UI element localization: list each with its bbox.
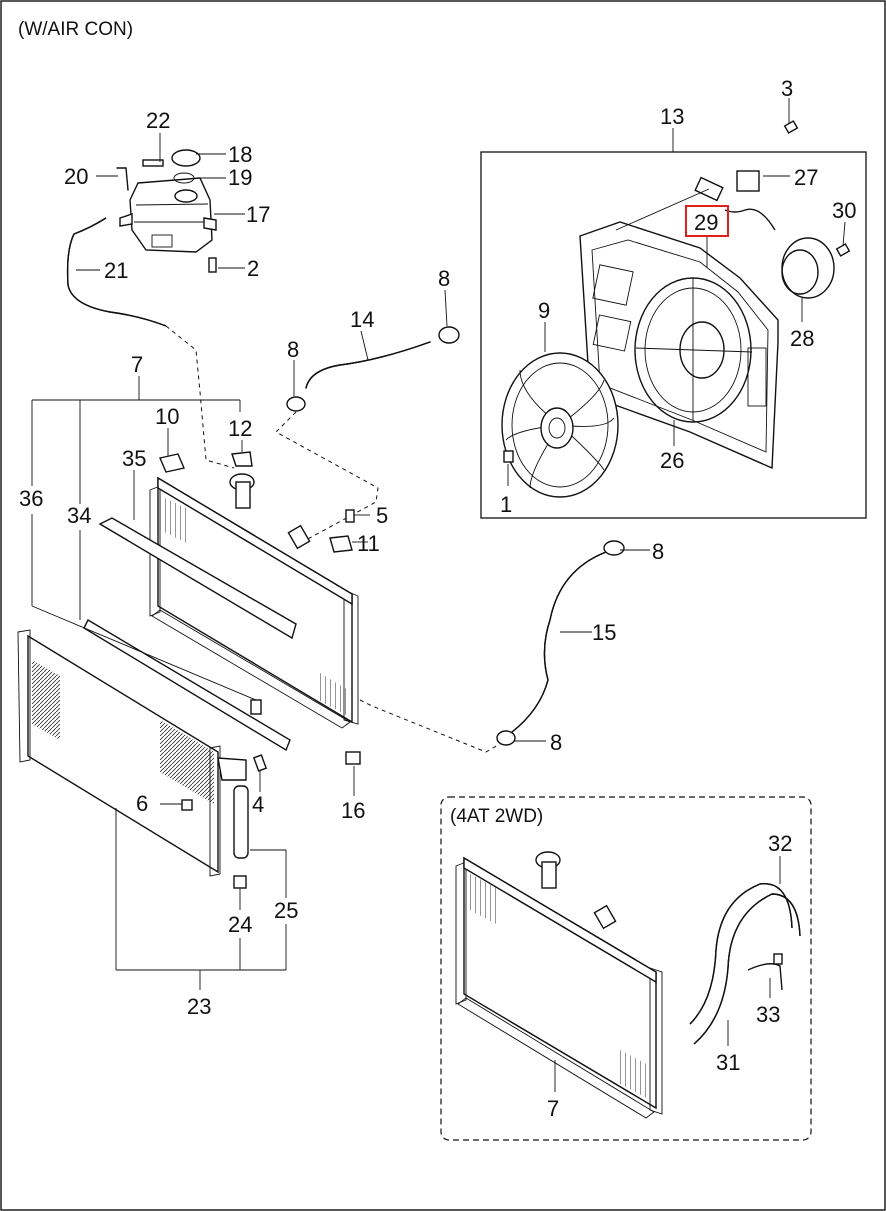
callout-5: 5 — [376, 503, 388, 528]
callout-28: 28 — [790, 326, 814, 351]
fan-motor — [724, 208, 835, 299]
fan-resistor — [736, 170, 760, 192]
callout-15: 15 — [592, 620, 616, 645]
tank-label — [142, 159, 164, 167]
callout-20: 20 — [64, 164, 88, 189]
callout-25: 25 — [274, 898, 298, 923]
radiator-lower-seal — [83, 619, 291, 752]
radiator-bracket-upper — [159, 453, 185, 473]
callout-7-inset: 7 — [547, 1096, 559, 1121]
callout-1: 1 — [500, 492, 512, 517]
callout-3: 3 — [781, 76, 793, 101]
callout-4: 4 — [252, 792, 264, 817]
callout-35: 35 — [122, 446, 146, 471]
callout-32: 32 — [768, 831, 792, 856]
callout-24: 24 — [228, 912, 252, 937]
cooling-fan — [501, 352, 619, 498]
condenser-nut — [181, 799, 193, 811]
callout-17: 17 — [246, 202, 270, 227]
callout-8-upper-right: 8 — [438, 266, 450, 291]
callout-18: 18 — [228, 142, 252, 167]
highlight-box-29 — [685, 205, 729, 237]
callout-8-upper-left: 8 — [287, 337, 299, 362]
callout-31: 31 — [716, 1050, 740, 1075]
reservoir-cap — [171, 149, 201, 167]
oil-cooler-bracket — [747, 963, 783, 991]
callout-16: 16 — [341, 798, 365, 823]
callout-14: 14 — [350, 307, 374, 332]
callout-10: 10 — [155, 404, 179, 429]
fan-assembly-box — [480, 151, 867, 519]
fan-shroud — [579, 221, 779, 470]
diagram-title: (W/AIR CON) — [18, 19, 133, 40]
radiator-bracket-lower — [329, 535, 353, 553]
cap-seal — [173, 172, 195, 184]
variant-inset-title: (4AT 2WD) — [450, 806, 543, 827]
variant-inset-box — [440, 796, 812, 1141]
callout-30: 30 — [832, 198, 856, 223]
tank-bolt — [208, 257, 217, 273]
callout-36: 36 — [19, 486, 43, 511]
callout-21: 21 — [104, 258, 128, 283]
callout-2: 2 — [247, 256, 259, 281]
callout-34: 34 — [67, 503, 91, 528]
callout-33: 33 — [756, 1002, 780, 1027]
reservoir-tank — [119, 177, 217, 253]
receiver-dryer — [233, 785, 249, 859]
radiator-upper-shroud — [98, 517, 297, 640]
callout-7: 7 — [131, 352, 143, 377]
callout-23: 23 — [187, 994, 211, 1019]
callout-19: 19 — [228, 165, 252, 190]
callout-12: 12 — [228, 416, 252, 441]
condenser-bolt — [252, 754, 268, 772]
callout-26: 26 — [660, 448, 684, 473]
callout-labels: 1 2 3 4 5 6 7 7 8 8 8 8 9 10 11 12 13 14… — [19, 76, 856, 1121]
callout-8-lower-bottom: 8 — [550, 730, 562, 755]
callout-9: 9 — [538, 298, 550, 323]
overflow-pipe — [116, 167, 129, 191]
callout-29: 29 — [694, 210, 718, 235]
ac-condenser — [17, 629, 247, 877]
callout-6: 6 — [136, 791, 148, 816]
dryer-plug — [233, 875, 247, 889]
bolt-5 — [345, 509, 355, 523]
callout-11: 11 — [357, 531, 380, 556]
inset-radiator — [455, 851, 663, 1119]
callout-27: 27 — [794, 165, 818, 190]
drain-plug-cap — [231, 451, 253, 467]
callout-22: 22 — [146, 108, 170, 133]
callout-8-lower-top: 8 — [652, 539, 664, 564]
callout-13: 13 — [660, 104, 684, 129]
